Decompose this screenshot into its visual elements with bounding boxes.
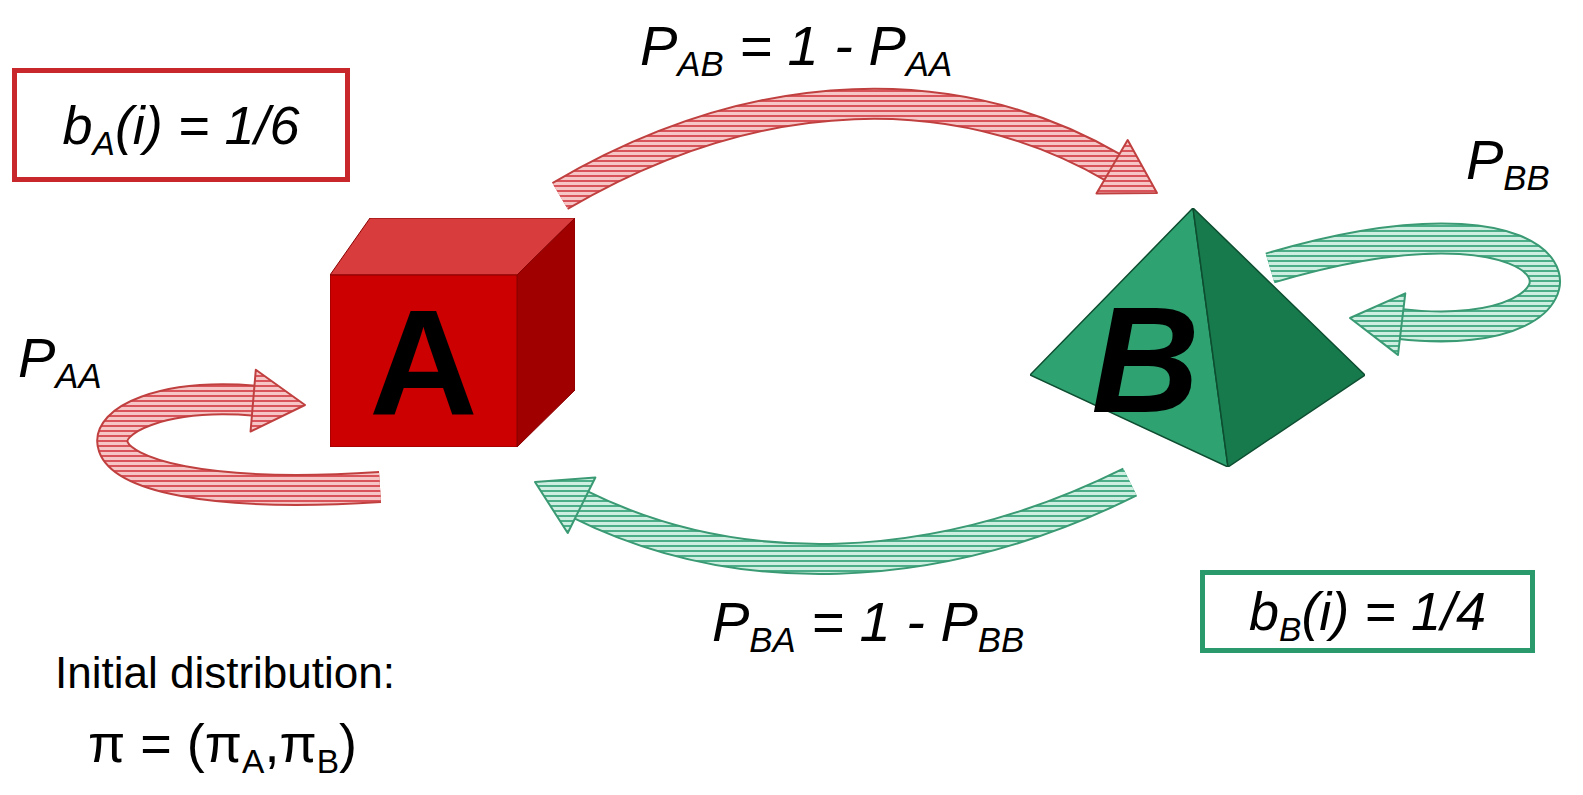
cube-side xyxy=(517,218,575,447)
die-pyramid: B xyxy=(1030,208,1365,467)
transition-arrow xyxy=(560,104,1157,196)
caption-note: Initial distribution: xyxy=(55,648,395,699)
die-cube: A xyxy=(330,218,575,447)
die-letter: B xyxy=(1091,285,1199,435)
arrow-outline xyxy=(579,482,1130,559)
initial-distribution-formula: π = (πA,πB) xyxy=(88,712,357,774)
transition-probability: PBA = 1 - PBB xyxy=(712,590,1024,654)
emission-box: bA(i) = 1/6 xyxy=(12,68,350,182)
arrow-head xyxy=(535,477,595,532)
subscript: AB xyxy=(677,45,723,83)
arrow-head xyxy=(1350,293,1405,355)
transition-arrow xyxy=(535,477,1130,559)
subscript: BA xyxy=(749,621,795,659)
pyramid-right-face xyxy=(1193,208,1365,467)
arrow-body xyxy=(560,104,1115,196)
transition-probability: PBB xyxy=(1466,128,1550,192)
arrow-outline xyxy=(1270,239,1545,327)
arrow-head xyxy=(251,370,305,432)
arrow-body xyxy=(579,482,1130,559)
subscript: A xyxy=(93,125,115,162)
subscript: AA xyxy=(55,357,101,395)
arrow-body xyxy=(1270,239,1545,327)
subscript: BB xyxy=(978,621,1024,659)
transition-probability: PAB = 1 - PAA xyxy=(640,14,952,78)
emission-text: bA(i) = 1/6 xyxy=(63,94,300,156)
die-letter: A xyxy=(369,287,477,437)
subscript: B xyxy=(1279,611,1301,648)
subscript: BB xyxy=(1503,159,1549,197)
transition-probability: PAA xyxy=(18,326,102,390)
subscript: A xyxy=(242,743,264,780)
subscript: B xyxy=(317,743,339,780)
cube-front xyxy=(330,275,517,447)
emission-box: bB(i) = 1/4 xyxy=(1200,570,1535,653)
arrow-outline xyxy=(560,104,1115,196)
emission-text: bB(i) = 1/4 xyxy=(1249,580,1486,642)
subscript: AA xyxy=(906,45,952,83)
arrow-head xyxy=(1096,140,1157,194)
